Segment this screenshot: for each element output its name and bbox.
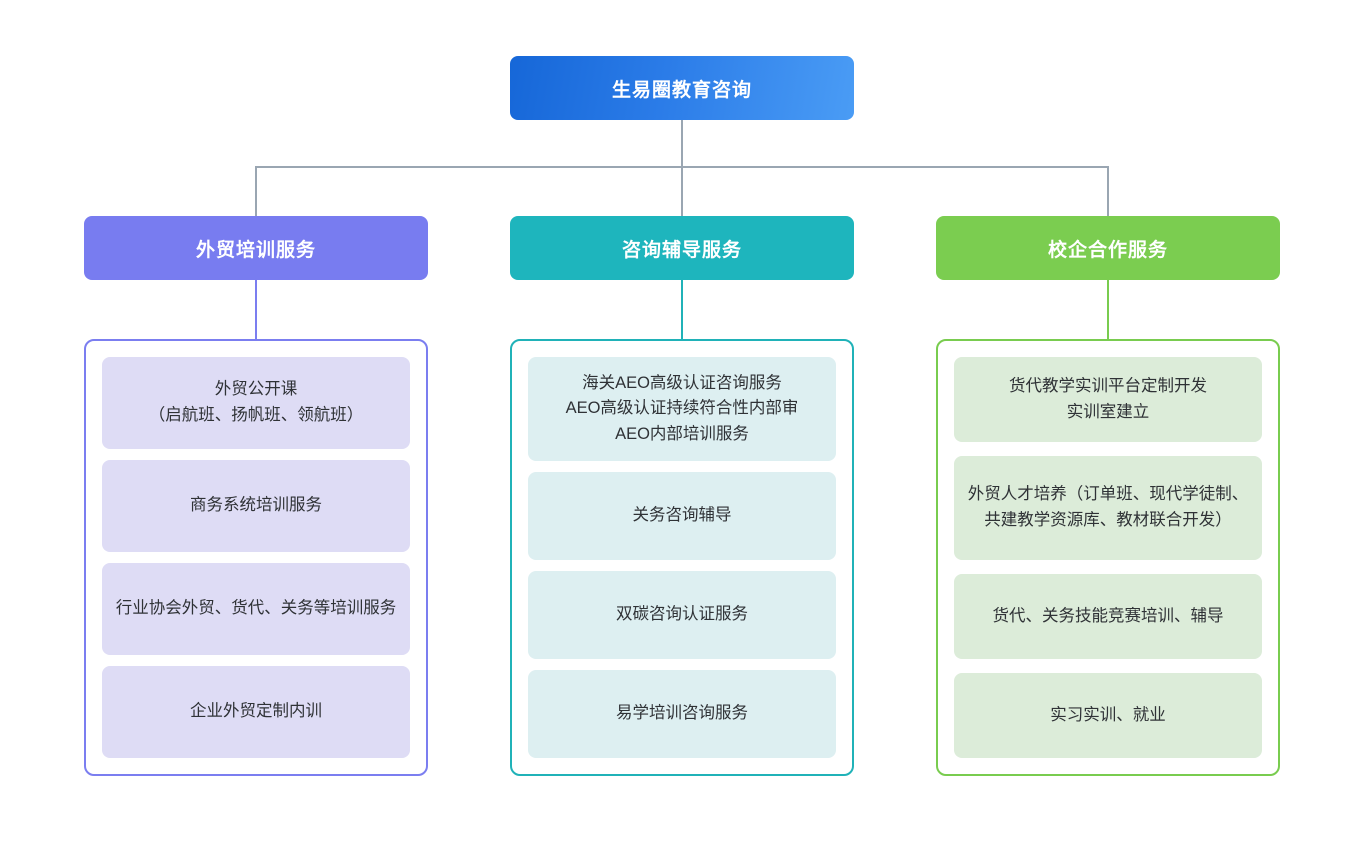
root-node-education-consulting[interactable]: 生易圈教育咨询 [510,56,854,120]
list-item[interactable]: 易学培训咨询服务 [528,670,836,758]
list-item[interactable]: 外贸人才培养（订单班、现代学徒制、共建教学资源库、教材联合开发） [954,456,1262,560]
connector-root-stem [681,120,683,167]
column-header-school-enterprise-cooperation[interactable]: 校企合作服务 [936,216,1280,280]
list-item[interactable]: 双碳咨询认证服务 [528,571,836,659]
list-item[interactable]: 外贸公开课 （启航班、扬帆班、领航班） [102,357,410,449]
column-header-label: 校企合作服务 [1047,239,1168,261]
list-item[interactable]: 企业外贸定制内训 [102,666,410,758]
column-header-foreign-trade-training[interactable]: 外贸培训服务 [84,216,428,280]
list-item[interactable]: 行业协会外贸、货代、关务等培训服务 [102,563,410,655]
list-item[interactable]: 实习实训、就业 [954,673,1262,758]
connector-header-panel-col-3 [1107,280,1109,339]
connector-header-panel-col-2 [681,280,683,339]
list-item[interactable]: 货代、关务技能竞赛培训、辅导 [954,574,1262,659]
connector-drop-col-1 [255,166,257,216]
column-header-label: 外贸培训服务 [195,239,316,261]
list-item[interactable]: 关务咨询辅导 [528,472,836,560]
connector-drop-col-2 [681,166,683,216]
column-header-label: 咨询辅导服务 [621,239,742,261]
column-header-consulting-tutoring[interactable]: 咨询辅导服务 [510,216,854,280]
list-item[interactable]: 海关AEO高级认证咨询服务 AEO高级认证持续符合性内部审 AEO内部培训服务 [528,357,836,461]
connector-header-panel-col-1 [255,280,257,339]
list-item[interactable]: 货代教学实训平台定制开发 实训室建立 [954,357,1262,442]
root-node-label: 生易圈教育咨询 [611,79,752,101]
panel-school-enterprise-cooperation: 货代教学实训平台定制开发 实训室建立 外贸人才培养（订单班、现代学徒制、共建教学… [936,339,1280,776]
panel-foreign-trade-training: 外贸公开课 （启航班、扬帆班、领航班） 商务系统培训服务 行业协会外贸、货代、关… [84,339,428,776]
list-item[interactable]: 商务系统培训服务 [102,460,410,552]
connector-drop-col-3 [1107,166,1109,216]
panel-consulting-tutoring: 海关AEO高级认证咨询服务 AEO高级认证持续符合性内部审 AEO内部培训服务 … [510,339,854,776]
